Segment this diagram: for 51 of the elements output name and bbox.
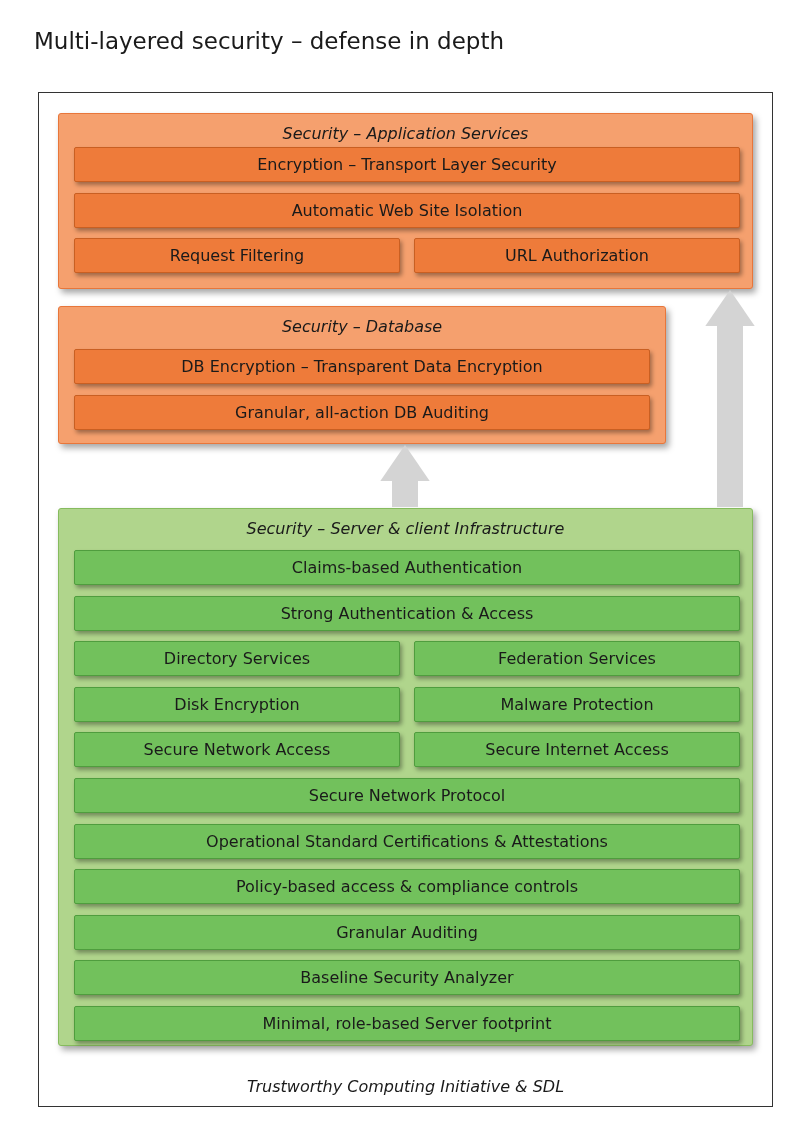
block-arrow [380,445,430,507]
security-feature-bar [414,641,740,677]
feature-label: Secure Network Access [143,740,331,760]
security-feature-bar [414,732,740,768]
diagram-frame [38,92,773,1107]
feature-label: Minimal, role-based Server footprint [262,1014,552,1033]
security-feature-bar [74,732,400,768]
feature-label: DB Encryption – Transparent Data Encryption [181,357,543,376]
feature-label: Granular Auditing [336,922,478,942]
layer-heading: Security – Database [280,317,444,336]
feature-label: Baseline Security Analyzer [300,968,514,988]
layer-heading: Security – Server & client Infrastructure [245,519,566,538]
security-feature-bar [414,238,740,273]
security-feature-bar [74,914,740,950]
security-feature-bar [74,147,740,182]
security-feature-bar [74,193,740,228]
security-feature-bar [74,960,740,996]
feature-label: Federation Services [498,649,656,669]
feature-label: Malware Protection [500,694,654,714]
layer-panel [58,306,666,444]
feature-label: Granular, all-action DB Auditing [235,403,489,422]
security-feature-bar [414,686,740,722]
feature-label: URL Authorization [505,246,649,265]
feature-label: Policy-based access & compliance controls [235,877,579,897]
layer-panel [58,113,753,289]
security-feature-bar [74,595,740,631]
security-feature-bar [74,823,740,859]
feature-label: Automatic Web Site Isolation [291,201,523,220]
feature-label: Encryption – Transport Layer Security [257,155,557,174]
security-feature-bar [74,550,740,585]
security-feature-bar [74,778,740,813]
feature-label: Directory Services [163,649,311,669]
security-feature-bar [74,238,400,273]
feature-label: Disk Encryption [174,694,300,714]
diagram-title: Multi-layered security – defense in depth [34,28,504,54]
security-feature-bar [74,686,400,722]
security-feature-bar [74,869,740,905]
security-feature-bar [74,395,650,430]
block-arrow [705,290,755,507]
layer-panel [58,508,753,1046]
feature-label: Secure Internet Access [485,740,669,760]
security-feature-bar [74,349,650,384]
security-feature-bar [74,641,400,677]
feature-label: Strong Authentication & Access [280,603,534,623]
security-feature-bar [74,1006,740,1041]
feature-label: Claims-based Authentication [291,558,523,577]
feature-label: Request Filtering [169,246,305,265]
layer-heading: Security – Application Services [281,124,530,143]
feature-label: Secure Network Protocol [308,786,506,805]
footer-note: Trustworthy Computing Initiative & SDL [245,1077,566,1096]
feature-label: Operational Standard Certifications & Attestations [206,831,608,851]
